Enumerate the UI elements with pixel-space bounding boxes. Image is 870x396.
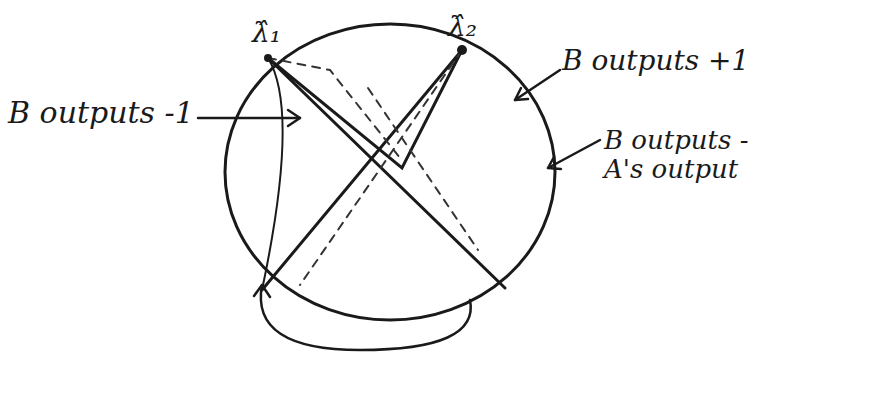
point-label: λ̂₁ [252, 18, 281, 49]
dashed-chord [368, 88, 478, 250]
leader-arrow [548, 140, 600, 168]
arrow-head [254, 285, 270, 297]
solid-chord [268, 50, 462, 168]
arrow-head [288, 110, 300, 126]
leader-arrow [515, 70, 560, 100]
point-dot [457, 45, 467, 55]
region-label: B outputs - A's output [604, 126, 774, 183]
solid-chord [262, 50, 462, 290]
dashed-chord [300, 50, 462, 285]
solid-chord [268, 58, 505, 288]
region-label: B outputs -1 [8, 96, 194, 129]
arrow-head [548, 157, 561, 169]
curved-arrow [261, 285, 471, 350]
region-label: B outputs +1 [562, 46, 749, 77]
dashed-chord [268, 58, 400, 158]
leader-arrow [198, 117, 300, 120]
point-dot [264, 54, 272, 62]
arrow-head [515, 88, 528, 100]
point-label: λ̂₂ [448, 12, 477, 43]
circle-outline [225, 24, 555, 320]
solid-chord [262, 58, 283, 290]
